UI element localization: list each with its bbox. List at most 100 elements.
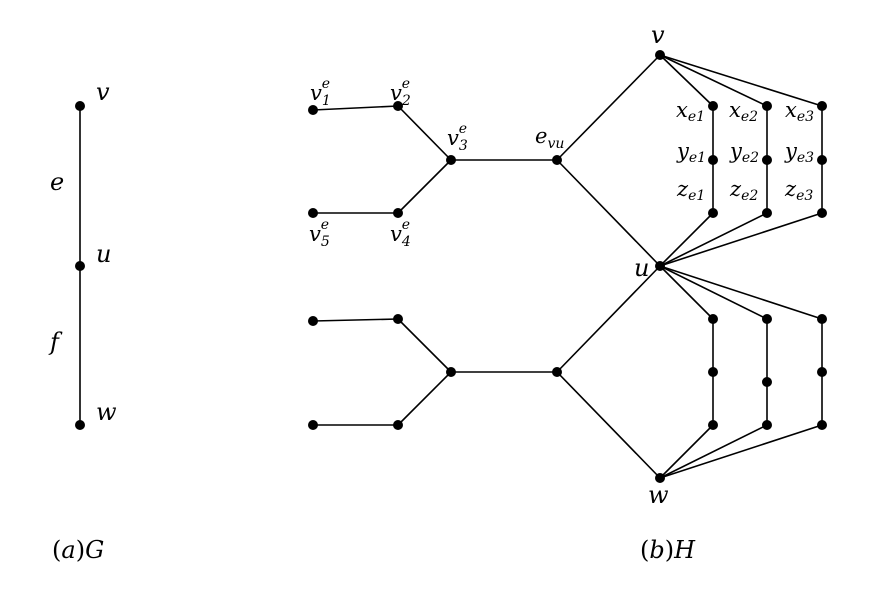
label-xe3: xe3 [785, 98, 814, 125]
graph-edge [659, 212, 823, 267]
graph-h-vertices [308, 50, 827, 483]
label-part: a [61, 536, 75, 564]
graph-edge [659, 265, 823, 320]
label-part: 2 [401, 93, 411, 109]
label-part: 1 [322, 93, 331, 109]
graph-vertex [817, 314, 827, 324]
graph-edge [659, 212, 768, 267]
label-v4e: v4e [390, 217, 411, 250]
label-xe1: xe1 [676, 98, 705, 125]
label-h-v: v [651, 21, 665, 49]
label-part: y [729, 139, 743, 163]
label-part: e [535, 124, 547, 148]
label-part: vu [547, 136, 564, 152]
label-ze3: ze3 [784, 177, 813, 204]
label-ye3: ye3 [784, 139, 814, 166]
graph-vertex [308, 420, 318, 430]
graph-edge [397, 105, 452, 161]
graph-edge [556, 159, 661, 267]
label-part: e [459, 121, 467, 137]
graph-vertex [762, 314, 772, 324]
graph-edge [659, 265, 714, 320]
graph-vertex [817, 208, 827, 218]
label-part: v [310, 81, 322, 105]
graph-vertex [708, 367, 718, 377]
label-u: u [96, 240, 111, 268]
label-h-w: w [648, 481, 669, 509]
label-part: 5 [321, 234, 330, 250]
label-part: v [390, 81, 402, 105]
graph-vertex [762, 420, 772, 430]
graph-vertex [708, 155, 718, 165]
label-ze1: ze1 [676, 177, 705, 204]
vertex-u [75, 261, 85, 271]
label-part: 3 [459, 138, 468, 154]
label-part: G [85, 536, 104, 564]
gadget-vertex-labels: v1e v2e v3e v4e v5e [309, 76, 468, 250]
label-part: x [729, 98, 741, 122]
graph-vertex [446, 155, 456, 165]
label-edge-e: e [50, 168, 64, 196]
label-part: z [784, 177, 797, 201]
label-h-u: u [634, 254, 649, 282]
label-part: y [676, 139, 690, 163]
graph-edge [659, 54, 768, 107]
vertex-h-w [655, 473, 665, 483]
label-v: v [96, 78, 110, 106]
graph-vertex [308, 316, 318, 326]
graph-vertex [393, 101, 403, 111]
graph-edge [659, 424, 823, 479]
graph-vertex [762, 155, 772, 165]
graph-vertex [393, 314, 403, 324]
label-part: e2 [741, 109, 758, 125]
label-part: v [447, 126, 459, 150]
label-part: e3 [796, 188, 813, 204]
graph-vertex [817, 367, 827, 377]
caption-b: (b)H [640, 536, 696, 564]
graph-edge [556, 371, 661, 479]
label-ye2: ye2 [729, 139, 759, 166]
label-part: ( [640, 536, 649, 564]
label-ye1: ye1 [676, 139, 706, 166]
graph-edge [397, 371, 452, 426]
label-part: e [321, 217, 329, 233]
label-part: 4 [401, 234, 411, 250]
label-edge-f: f [48, 328, 63, 356]
label-part: z [676, 177, 689, 201]
label-part: x [785, 98, 797, 122]
graph-vertex [308, 208, 318, 218]
graph-vertex [308, 105, 318, 115]
caption-a: (a)G [52, 536, 104, 564]
graph-vertex [817, 420, 827, 430]
graph-vertex [762, 377, 772, 387]
graph-edge [659, 212, 714, 267]
graph-vertex [708, 314, 718, 324]
graph-vertex [817, 101, 827, 111]
vertex-w [75, 420, 85, 430]
label-part: b [649, 536, 664, 564]
graph-edge [556, 265, 661, 373]
label-part: v [309, 222, 321, 246]
vertex-h-u [655, 261, 665, 271]
label-part: y [784, 139, 798, 163]
graph-edge [312, 318, 399, 322]
label-v2e: v2e [390, 76, 411, 109]
label-v1e: v1e [310, 76, 331, 109]
graph-edge [556, 54, 661, 161]
graph-vertex [552, 367, 562, 377]
graph-vertex [762, 101, 772, 111]
vertex-v [75, 101, 85, 111]
graph-vertex [552, 155, 562, 165]
graph-vertex [817, 155, 827, 165]
label-ze2: ze2 [729, 177, 758, 204]
graph-edge [659, 265, 768, 320]
label-v3e: v3e [447, 121, 468, 154]
graph-vertex [446, 367, 456, 377]
graph-g: v u w e f [48, 78, 117, 430]
label-part: H [673, 536, 696, 564]
label-part: e1 [689, 150, 706, 166]
label-part: x [676, 98, 688, 122]
graph-edge [659, 424, 714, 479]
label-part: ( [52, 536, 61, 564]
label-part: e2 [742, 150, 759, 166]
